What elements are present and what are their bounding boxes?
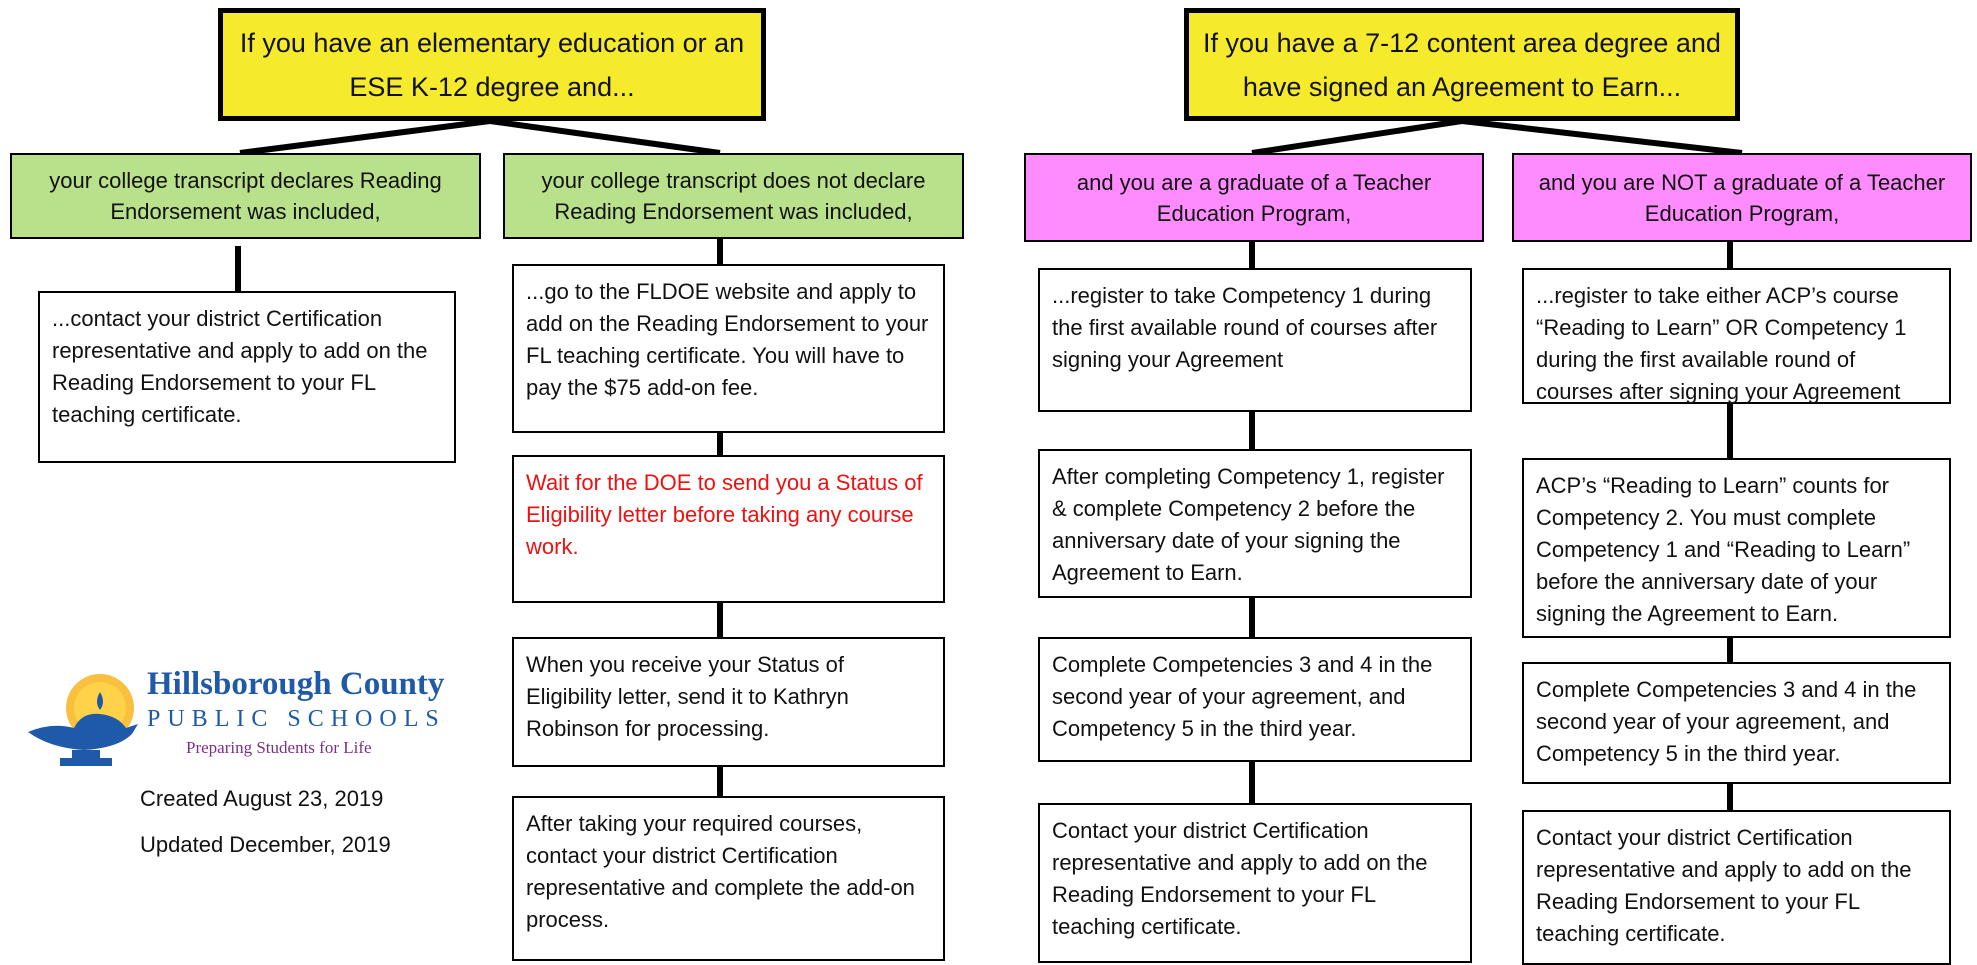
right-a-step-2: After completing Competency 1, register … <box>1038 449 1472 598</box>
logo-title: Hillsborough County <box>147 666 445 702</box>
left-a-step-1-text: ...contact your district Certification r… <box>52 306 428 427</box>
left-branch-b-label: your college transcript does not declare… <box>503 153 964 239</box>
right-a-step-3: Complete Competencies 3 and 4 in the sec… <box>1038 637 1472 762</box>
logo-tagline: Preparing Students for Life <box>186 738 372 757</box>
right-a-step-1: ...register to take Competency 1 during … <box>1038 268 1472 412</box>
left-heading-text: If you have an elementary education or a… <box>239 27 745 102</box>
right-b-step-1: ...register to take either ACP’s course … <box>1522 268 1951 404</box>
left-branch-a-label: your college transcript declares Reading… <box>10 153 481 239</box>
right-a-step-4: Contact your district Certification repr… <box>1038 803 1472 963</box>
district-logo: Hillsborough County PUBLIC SCHOOLS Prepa… <box>22 666 462 770</box>
right-heading-text: If you have a 7-12 content area degree a… <box>1203 27 1721 102</box>
logo-subtitle: PUBLIC SCHOOLS <box>147 706 446 732</box>
left-b-step-4: After taking your required courses, cont… <box>512 796 945 961</box>
right-b-step-2: ACP’s “Reading to Learn” counts for Comp… <box>1522 458 1951 638</box>
right-a-step-1-text: ...register to take Competency 1 during … <box>1052 283 1438 372</box>
right-branch-a-text: and you are a graduate of a Teacher Educ… <box>1076 169 1432 226</box>
right-branch-a-label: and you are a graduate of a Teacher Educ… <box>1024 153 1484 242</box>
right-b-step-4: Contact your district Certification repr… <box>1522 810 1951 965</box>
right-b-step-3-text: Complete Competencies 3 and 4 in the sec… <box>1536 677 1917 766</box>
right-b-step-4-text: Contact your district Certification repr… <box>1536 825 1912 946</box>
right-a-step-3-text: Complete Competencies 3 and 4 in the sec… <box>1052 652 1433 741</box>
left-a-step-1: ...contact your district Certification r… <box>38 291 456 463</box>
right-branch-b-text: and you are NOT a graduate of a Teacher … <box>1538 169 1946 226</box>
left-b-step-3-text: When you receive your Status of Eligibil… <box>526 652 849 741</box>
right-heading: If you have a 7-12 content area degree a… <box>1184 8 1740 121</box>
right-b-step-1-text: ...register to take either ACP’s course … <box>1536 283 1907 404</box>
left-heading: If you have an elementary education or a… <box>218 8 766 121</box>
right-branch-b-label: and you are NOT a graduate of a Teacher … <box>1512 153 1972 242</box>
left-branch-a-text: your college transcript declares Reading… <box>49 168 442 224</box>
right-a-step-2-text: After completing Competency 1, register … <box>1052 464 1445 585</box>
created-date: Created August 23, 2019 <box>140 786 384 811</box>
left-b-step-2-text: Wait for the DOE to send you a Status of… <box>526 470 923 559</box>
right-b-step-2-text: ACP’s “Reading to Learn” counts for Comp… <box>1536 473 1911 626</box>
oil-lamp-icon <box>28 674 138 766</box>
updated-date: Updated December, 2019 <box>140 832 391 857</box>
right-b-step-3: Complete Competencies 3 and 4 in the sec… <box>1522 662 1951 784</box>
left-b-step-1-text: ...go to the FLDOE website and apply to … <box>526 279 929 400</box>
left-b-step-3: When you receive your Status of Eligibil… <box>512 637 945 767</box>
left-branch-b-text: your college transcript does not declare… <box>541 168 926 224</box>
right-a-step-4-text: Contact your district Certification repr… <box>1052 818 1428 939</box>
left-b-step-2-warning: Wait for the DOE to send you a Status of… <box>512 455 945 603</box>
left-b-step-1: ...go to the FLDOE website and apply to … <box>512 264 945 433</box>
left-b-step-4-text: After taking your required courses, cont… <box>526 811 915 932</box>
